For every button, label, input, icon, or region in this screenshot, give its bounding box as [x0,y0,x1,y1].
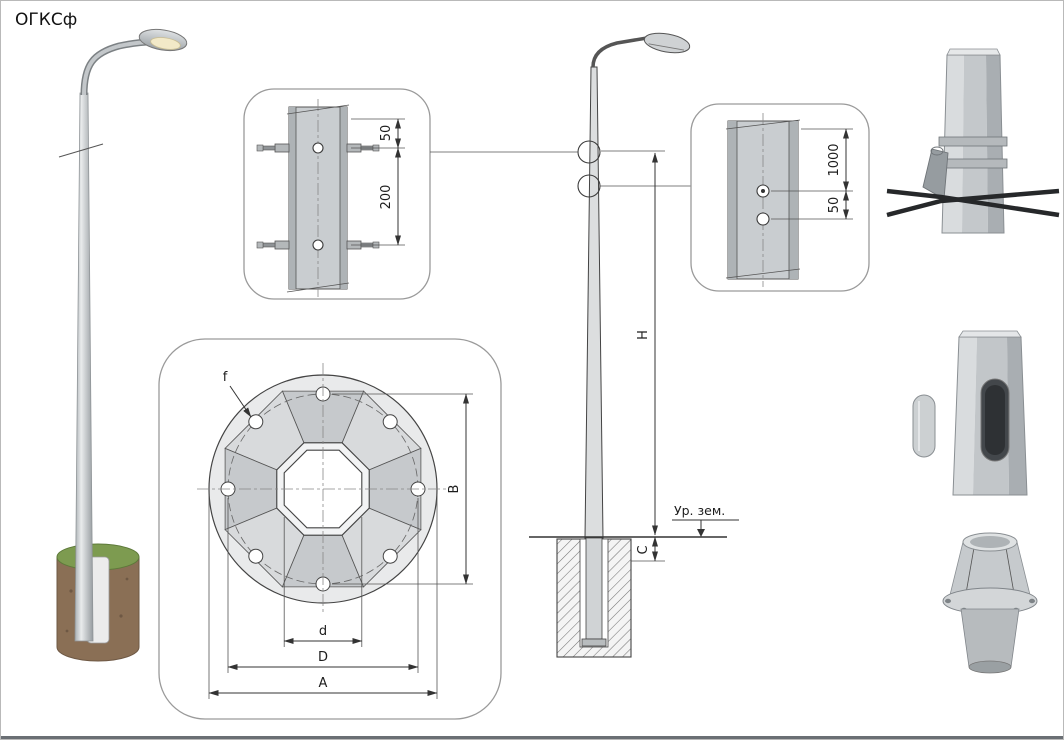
lamp-lens-line [648,43,685,51]
skirt-bottom [968,660,1012,674]
bolt [274,240,290,250]
break-mark [58,143,104,158]
pole-top-cap [958,330,1022,338]
pole-facet-edge [728,121,737,279]
elevation-drawing: H Ур. зем. C [430,32,739,658]
lower-skirt [960,608,1020,668]
bolt-hole-se [382,548,398,564]
band-clamp-lower [938,158,1008,169]
hole-detail: 1000 50 [690,103,870,292]
break-mark [286,282,350,293]
lamp-head [138,28,188,52]
render-handhole [912,330,1028,496]
pole-base-plate [581,638,607,647]
flange-detail: f B d D A [158,338,502,720]
pole-facet-edge [789,121,798,279]
bolt-hole [312,142,324,154]
dim-label-B: B [447,485,462,494]
hand-hole-cover [912,394,936,458]
bolt-hole-ne [382,414,398,430]
pole-top-cap [946,48,1001,56]
break-mark [286,104,350,115]
wedge-clamp [922,148,949,200]
pole-embedded [585,537,603,640]
bolt-shank [262,242,276,248]
cable-1 [886,188,1060,218]
break-mark [725,119,801,130]
hand-hole-recess [985,385,1005,455]
break-mark [725,268,801,279]
dim-label-A: A [319,676,328,691]
band-clamp-upper [938,136,1008,147]
clamp-detail: 50 200 [243,88,431,300]
bolt [274,143,290,153]
flange-bolt-hole [1029,598,1035,604]
foundation-speckle [69,589,73,593]
dim-label-H: H [636,330,651,340]
pole-face-left [953,337,977,495]
clamp-loop [930,146,944,156]
dim-label-50-right: 50 [827,197,842,214]
cable-2 [886,188,1060,218]
foundation-speckle [125,577,129,581]
page-title: ОГКСф [15,10,77,30]
flange-bolt-hole [945,598,951,604]
bolt-hole-sw [248,548,264,564]
fixing-hole-center [761,189,765,193]
pole-outline [584,66,604,539]
dim-label-1000: 1000 [827,143,842,176]
lower-hole [756,212,770,226]
ground-arrow-head [697,529,705,537]
dim-label-50: 50 [379,125,394,142]
pole-arm-outline [80,38,152,96]
bolt-head [256,144,264,152]
sheet-bottom-edge [1,736,1063,739]
lamp-lens [150,37,181,50]
render-flange-shoe [942,532,1038,674]
bolt-hole [312,239,324,251]
bolt-head [256,241,264,249]
foundation-speckle [65,629,69,633]
lamp-outline [643,32,691,54]
bolt-shank [262,145,276,151]
dim-label-f: f [223,370,228,385]
pole-facet-edge [340,107,347,289]
foundation-speckle [119,614,123,618]
top-opening-inner [970,536,1010,548]
pole-facet-edge [289,107,296,289]
ground-label: Ур. зем. [674,503,725,518]
bolt-hole-nw [248,414,264,430]
dim-label-D: D [318,650,328,665]
dim-label-200: 200 [379,185,394,210]
pole-shaft [74,92,94,642]
lamp-head-elevation [643,32,691,54]
dim-label-C: C [636,545,651,554]
render-cable-clamp [886,48,1060,234]
dim-label-d: d [319,624,327,639]
arm-outline [591,36,648,68]
pole-3d-render [56,28,188,662]
leader-line-f [229,385,252,418]
